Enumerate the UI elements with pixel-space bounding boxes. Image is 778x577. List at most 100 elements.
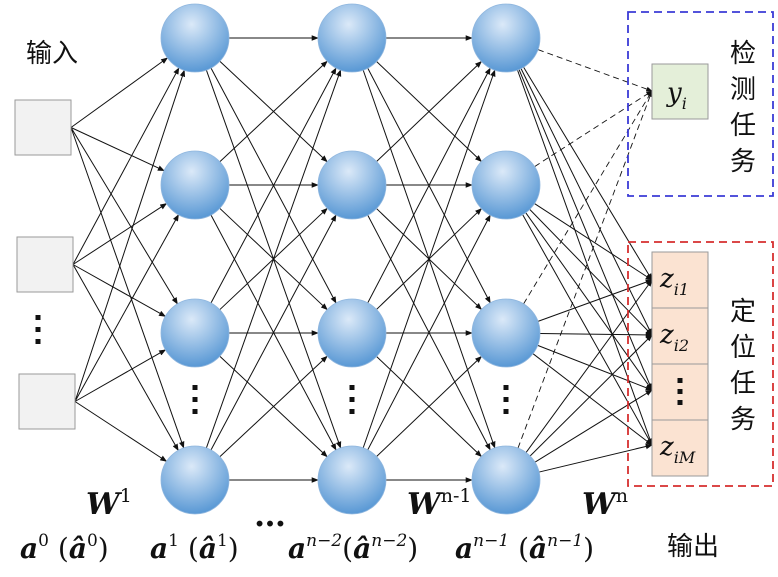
detection-task-label: 检 测 任 务: [730, 39, 756, 177]
neuron-layer3-3: [471, 298, 541, 368]
connection-input-1-to-l1-3: [72, 264, 179, 452]
connection-l1-3-to-l2-2: [219, 355, 328, 458]
loc-vdots-dot-3: [677, 400, 683, 405]
layer1-vdots-dot-1: [192, 385, 198, 390]
weight-labels: W1 Wn-1 Wn: [86, 485, 628, 522]
connection-l3-1-to-loc-2: [525, 212, 653, 391]
connection-input-0-to-l1-1: [70, 127, 165, 172]
connection-input-1-to-l1-2: [72, 264, 166, 317]
connection-l3-3-to-loc-2: [534, 389, 653, 463]
localization-task-box: [627, 241, 774, 487]
neuron-layer3-1: [471, 3, 541, 73]
weight-label-1: W1: [86, 485, 132, 522]
connection-input-2-to-l1-3: [74, 401, 168, 462]
connection-l2-1-to-l3-0: [376, 60, 482, 162]
detection-task-box: [627, 11, 774, 197]
weight-label-n-1: Wn-1: [407, 485, 471, 522]
detect-output-box: [651, 63, 709, 120]
neuron-layer1-4: [160, 445, 230, 515]
localization-char-2: 位: [730, 333, 756, 363]
connection-l3-2-to-detect: [523, 90, 653, 305]
detect-output-base: y: [666, 78, 682, 108]
loc-vdots-dot-2: [677, 389, 683, 394]
connection-l3-0-to-loc-3: [517, 69, 653, 446]
loc-vdots-dot-1: [677, 378, 683, 383]
connection-l3-2-to-loc-1: [539, 332, 653, 338]
localization-char-3: 任: [730, 369, 756, 399]
layer1-vdots-dot-3: [192, 409, 198, 414]
weight-n-1-base: W: [407, 487, 444, 522]
layer2-vdots-dot-1: [349, 385, 355, 390]
neuron-layer1-1: [160, 3, 230, 73]
input-vdots-dot-2: [35, 327, 41, 332]
input-node-2: [16, 236, 74, 293]
neuron-layer3-2: [471, 150, 541, 220]
connection-l3-1-to-loc-1: [529, 209, 653, 336]
layer-n-2-a-sup: n−2: [306, 531, 342, 551]
neuron-layer2-1: [317, 3, 387, 73]
layer-0-a-sup: 0: [38, 531, 49, 551]
connection-input-2-to-l1-2: [74, 349, 167, 402]
connection-input-2-to-l1-1: [74, 214, 179, 402]
connection-l3-3-to-loc-1: [529, 334, 653, 457]
connection-l2-3-to-l3-2: [376, 355, 482, 457]
connection-l3-1-to-loc-0: [534, 203, 653, 281]
weight-n-sup: n: [616, 485, 628, 507]
neuron-layer2-2: [317, 150, 387, 220]
layer-label-0: a0 (â0): [20, 531, 109, 565]
loc-output-label-2: zi2: [659, 320, 689, 355]
connection-l3-3-to-detect: [517, 90, 653, 449]
neurons: [14, 3, 541, 515]
layer-label-n-1: an−1 (ân−1): [455, 531, 594, 565]
layer-n-1-a-sup: n−1: [473, 531, 509, 551]
loc-output-box-1: [651, 251, 709, 309]
weight-1-sup: 1: [120, 485, 132, 507]
localization-char-1: 定: [730, 297, 756, 327]
connection-l3-0-to-loc-0: [523, 66, 653, 281]
connection-l1-3-to-l2-0: [205, 69, 342, 449]
detection-char-2: 测: [730, 75, 756, 105]
connection-l1-1-to-l2-0: [219, 60, 328, 163]
neuron-layer1-3: [160, 298, 230, 368]
layer-n-2-ahat-sup: n−2: [371, 531, 407, 551]
connection-l2-3-to-l3-1: [367, 214, 491, 451]
layer-1-ahat-sup: 1: [217, 531, 228, 551]
connections: [70, 35, 653, 483]
layer-1-a-sup: 1: [168, 531, 179, 551]
layer-label-n-2: an−2(ân−2): [288, 531, 418, 565]
weight-n-1-sup: n-1: [441, 485, 472, 507]
output-label: 输出: [667, 532, 719, 562]
connection-input-2-to-l1-0: [74, 69, 186, 402]
connection-input-1-to-l1-0: [72, 67, 180, 265]
detect-output-label: yi: [666, 78, 687, 113]
input-vdots-dot-3: [35, 339, 41, 344]
layer1-vdots-dot-2: [192, 397, 198, 402]
neuron-layer2-4: [317, 445, 387, 515]
layer-0-ahat-sup: 0: [87, 531, 98, 551]
connection-l3-2-to-loc-0: [537, 279, 653, 322]
layer2-vdots-dot-2: [349, 397, 355, 402]
layer3-vdots-dot-2: [503, 397, 509, 402]
detection-char-4: 务: [730, 147, 756, 177]
connection-l3-1-to-loc-3: [522, 214, 653, 446]
connection-input-0-to-l1-2: [70, 127, 178, 305]
connection-l3-0-to-loc-1: [520, 68, 653, 336]
localization-char-4: 务: [730, 405, 756, 435]
input-node-3: [18, 373, 76, 430]
layer-label-1: a1 (â1): [150, 531, 239, 565]
layer3-vdots-dot-1: [503, 385, 509, 390]
loc-output-box-4: [651, 419, 709, 477]
connection-l2-3-to-l3-0: [362, 69, 496, 449]
connection-l3-2-to-loc-2: [537, 344, 653, 391]
detect-output-sub: i: [682, 94, 687, 113]
connection-l3-2-to-loc-3: [532, 353, 653, 446]
neuron-layer2-3: [317, 298, 387, 368]
layer3-vdots-dot-3: [503, 409, 509, 414]
connection-l3-1-to-detect: [534, 90, 653, 167]
connection-input-0-to-l1-3: [70, 127, 185, 449]
layer-n-1-ahat-sup: n−1: [547, 531, 583, 551]
input-vdots-dot-1: [35, 315, 41, 320]
neuron-layer1-2: [160, 150, 230, 220]
